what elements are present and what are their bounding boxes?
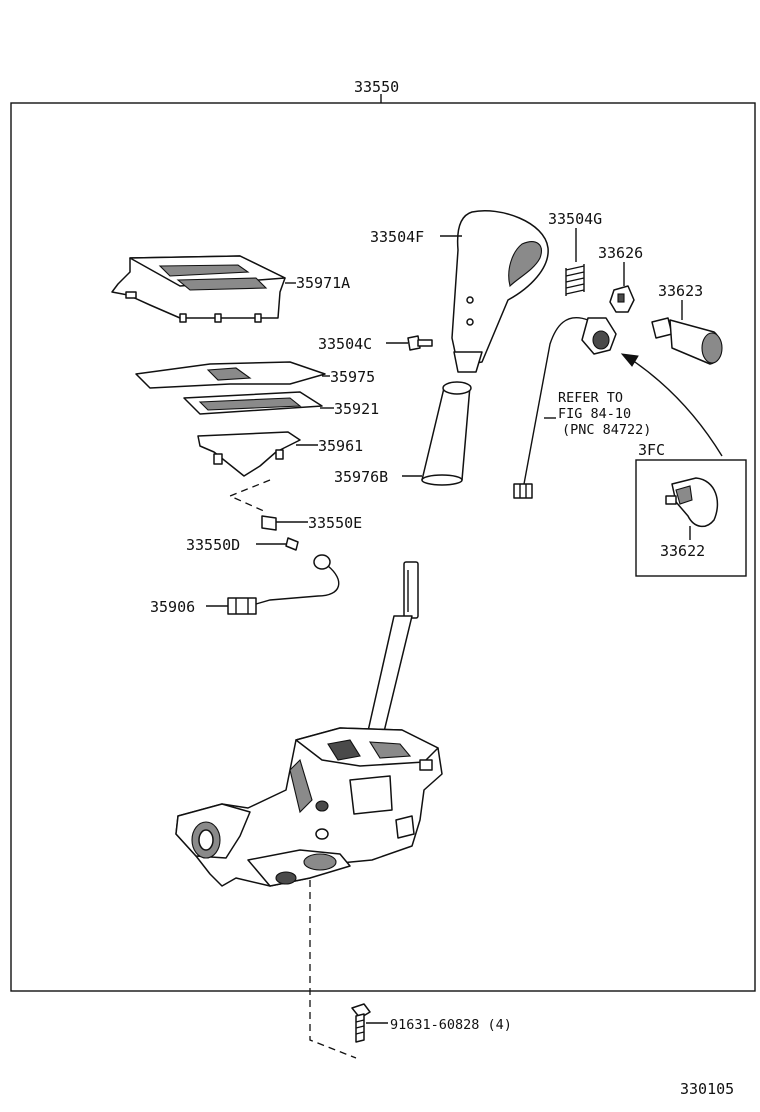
label-33504F: 33504F [370, 228, 424, 246]
label-35975: 35975 [330, 368, 375, 386]
switch-33623 [651, 317, 723, 365]
label-33622: 33622 [660, 542, 705, 560]
label-33550E: 33550E [308, 514, 362, 532]
screw-33504C [407, 335, 433, 351]
harness-35906 [227, 554, 340, 615]
refer-line-3: (PNC 84722) [562, 422, 651, 438]
sleeve-35976B [421, 381, 472, 486]
shift-lever [365, 561, 419, 741]
inset-arrow-line [631, 359, 723, 457]
knob-33504F [451, 210, 549, 373]
label-33626: 33626 [598, 244, 643, 262]
inset-label: 3FC [638, 441, 665, 459]
label-35906: 35906 [150, 598, 195, 616]
refer-wire-assembly [513, 317, 617, 499]
refer-line-2: FIG 84-10 [558, 406, 631, 422]
assembly-number: 33550 [354, 78, 399, 96]
label-33550D: 33550D [186, 536, 240, 554]
plate-35975 [135, 361, 326, 389]
inset-arrow-head [620, 353, 639, 367]
bezel-35971A [111, 255, 286, 323]
refer-line-1: REFER TO [558, 390, 623, 406]
dashed-guide-bolt [309, 880, 357, 1059]
spring-33504G [565, 264, 585, 296]
label-bolt: 91631-60828 (4) [390, 1017, 512, 1033]
inset-3FC [635, 459, 747, 577]
label-35921: 35921 [334, 400, 379, 418]
bulb-33550D [285, 537, 299, 551]
label-33623: 33623 [658, 282, 703, 300]
label-35976B: 35976B [334, 468, 388, 486]
label-35971A: 35971A [296, 274, 350, 292]
bolt-91631 [351, 1003, 371, 1043]
label-33504G: 33504G [548, 210, 602, 228]
figure-number: 330105 [680, 1080, 734, 1098]
holder-33550E [261, 515, 277, 531]
dashed-guide-35961 [228, 479, 271, 513]
film-35921 [183, 391, 323, 415]
shift-base [175, 727, 443, 887]
label-33504C: 33504C [318, 335, 372, 353]
label-35961: 35961 [318, 437, 363, 455]
assembly-frame [10, 94, 756, 992]
cover-35961 [197, 431, 301, 477]
clip-33626 [609, 285, 635, 313]
